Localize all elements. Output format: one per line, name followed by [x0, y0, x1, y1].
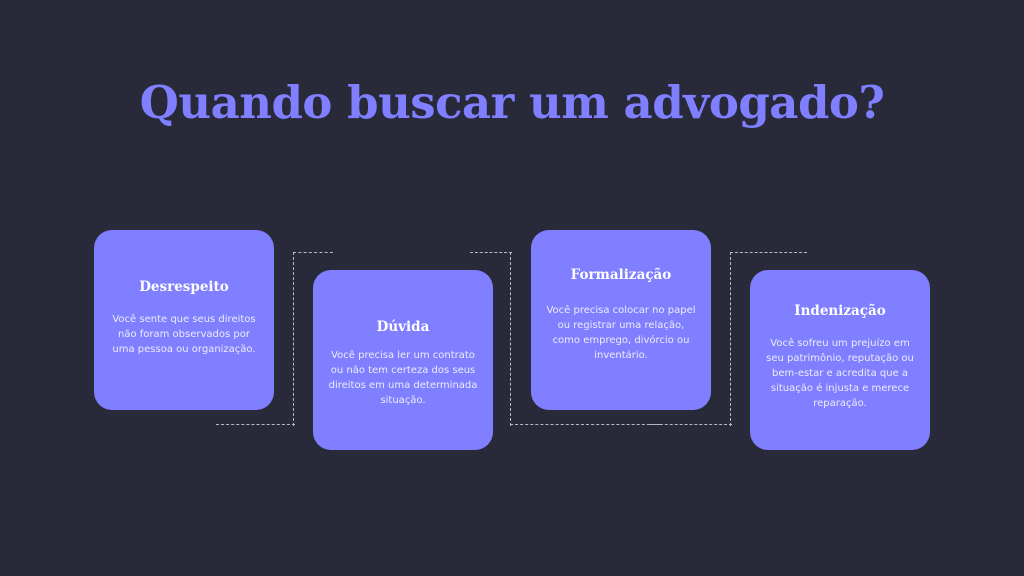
dashed-connector	[470, 252, 512, 253]
dashed-connector	[510, 252, 511, 426]
card-title: Desrespeito	[139, 279, 229, 295]
dashed-connector	[730, 252, 807, 253]
card-desrespeito: Desrespeito Você sente que seus direitos…	[94, 230, 274, 410]
card-text: Você precisa colocar no papel ou registr…	[546, 305, 696, 361]
dashed-connector	[293, 252, 333, 253]
card-indenizacao: Indenização Você sofreu um prejuízo em s…	[750, 270, 930, 450]
card-formalizacao: Formalização Você precisa colocar no pap…	[531, 230, 711, 410]
card-title: Dúvida	[376, 318, 430, 335]
dashed-connector	[293, 252, 294, 426]
card-text: Você sente que seus direitos não foram o…	[112, 314, 256, 355]
card-title: Formalização	[570, 267, 672, 283]
card-text: Você sofreu um prejuízo em seu patrimôni…	[766, 338, 914, 409]
dashed-connector	[510, 424, 660, 425]
card-title: Indenização	[794, 303, 886, 319]
card-duvida: Dúvida Você precisa ler um contrato ou n…	[313, 270, 493, 450]
dashed-connector	[650, 424, 732, 425]
page-title: Quando buscar um advogado?	[139, 76, 885, 129]
dashed-connector	[730, 252, 731, 426]
dashed-connector	[216, 424, 295, 425]
card-text: Você precisa ler um contrato ou não tem …	[328, 349, 478, 406]
